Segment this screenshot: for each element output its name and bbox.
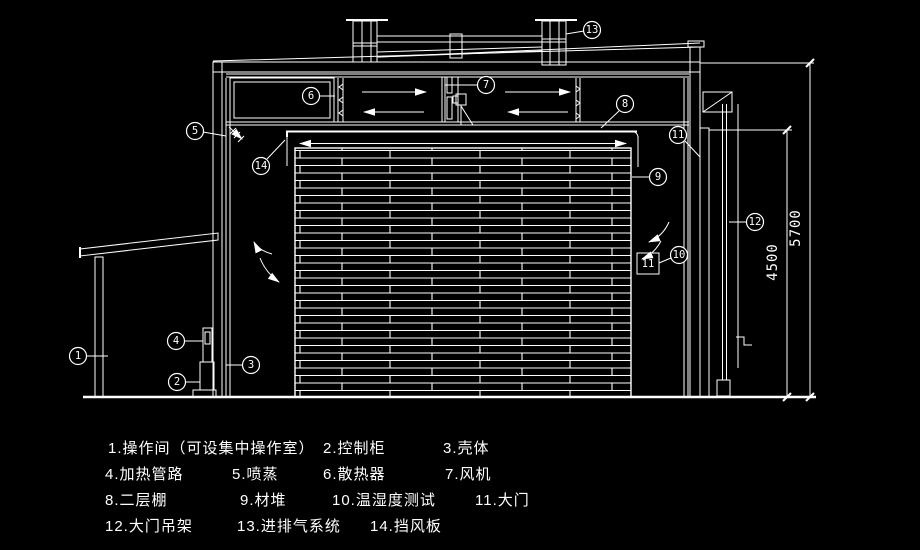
svg-text:4500: 4500 (765, 243, 781, 281)
legend-item-7: 7.风机 (445, 466, 492, 483)
callout-9: 9 (632, 167, 668, 187)
sensor-box: 11 (636, 252, 660, 275)
left-circulation-arrows (253, 241, 280, 283)
left-louver (337, 78, 344, 122)
legend-item-4: 4.加热管路 (105, 466, 184, 483)
right-louver (575, 78, 581, 122)
legend-item-5: 5.喷蒸 (232, 466, 279, 483)
svg-text:6: 6 (308, 90, 314, 102)
svg-text:8: 8 (622, 98, 628, 110)
svg-text:13: 13 (586, 24, 599, 36)
callout-8: 8 (600, 94, 635, 129)
right-wall (683, 40, 705, 398)
svg-text:14: 14 (255, 160, 268, 172)
svg-text:11: 11 (642, 258, 655, 270)
svg-text:1: 1 (75, 350, 81, 362)
callout-4: 4 (166, 331, 203, 351)
callout-7: 7 (445, 75, 496, 95)
operator-room (79, 232, 219, 398)
dimension-4500: 4500 (709, 125, 792, 402)
legend-item-6: 6.散热器 (323, 466, 386, 483)
legend-item-8: 8.二层棚 (105, 492, 168, 509)
svg-text:3: 3 (248, 359, 254, 371)
callout-11: 11 (668, 125, 701, 158)
steam-spray-icon (228, 126, 245, 143)
legend-item-9: 9.材堆 (240, 492, 287, 509)
legend-item-1: 1.操作间（可设集中操作室） (108, 440, 315, 457)
door-handle (736, 336, 752, 346)
svg-text:4: 4 (173, 335, 179, 347)
callout-6: 6 (301, 86, 335, 106)
door-panel (699, 127, 710, 398)
control-cabinet (192, 361, 217, 398)
callout-12: 12 (729, 212, 765, 232)
svg-text:7: 7 (483, 79, 489, 91)
baffle-shelf (286, 130, 639, 167)
callout-10: 10 (658, 245, 689, 265)
svg-text:11: 11 (672, 129, 685, 141)
right-circulation-arrows (641, 221, 670, 260)
radiator-box (229, 77, 335, 123)
legend-item-2: 2.控制柜 (323, 440, 386, 457)
legend-item-12: 12.大门吊架 (105, 518, 193, 535)
fan (441, 76, 474, 126)
dimension-5700: 5700 (700, 58, 815, 402)
svg-text:5700: 5700 (788, 209, 804, 247)
fan-chamber (226, 73, 689, 126)
timber-stack (294, 147, 632, 398)
svg-text:9: 9 (655, 171, 661, 183)
callout-2: 2 (167, 372, 200, 392)
svg-text:2: 2 (174, 376, 180, 388)
legend-item-10: 10.温湿度测试 (332, 492, 436, 509)
svg-text:5: 5 (192, 125, 198, 137)
callout-1: 1 (68, 346, 108, 366)
door-assembly (699, 91, 752, 398)
callout-13: 13 (565, 20, 602, 40)
callout-14: 14 (251, 139, 286, 176)
heating-pipes-unit (202, 327, 213, 363)
legend-item-14: 14.挡风板 (370, 518, 442, 535)
left-wall (212, 61, 231, 398)
exhaust-system (346, 19, 577, 66)
callout-3: 3 (226, 355, 261, 375)
callout-5: 5 (185, 121, 227, 141)
svg-text:12: 12 (749, 216, 762, 228)
svg-text:10: 10 (673, 249, 686, 261)
legend-item-3: 3.壳体 (443, 440, 490, 457)
legend-item-11: 11.大门 (475, 492, 530, 509)
legend-item-13: 13.进排气系统 (237, 518, 341, 535)
